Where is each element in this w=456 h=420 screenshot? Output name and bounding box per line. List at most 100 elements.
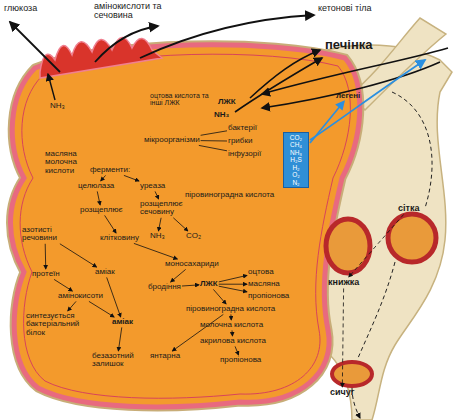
flow-text: ферменти: — [90, 166, 130, 174]
inflow-arrow — [262, 48, 448, 94]
annotation-label: масляна молочна кислоти — [45, 150, 85, 175]
node-text: сичуг — [330, 388, 355, 397]
absorption-arrow — [95, 26, 158, 62]
rumen-wall — [11, 45, 360, 407]
flow-text: аміак — [95, 268, 115, 276]
annotation-label: NH₃ — [214, 111, 229, 119]
annotation-label: піровиноградна кислота — [185, 191, 274, 199]
flow-arrow — [219, 284, 247, 285]
annotation-label: NH₃ — [50, 102, 65, 110]
flow-arrow — [89, 301, 114, 317]
gas-arrow — [310, 60, 425, 140]
product-text: NH₃ — [150, 232, 165, 240]
rumen-inner-line — [20, 54, 350, 398]
flow-text: аміак — [112, 318, 133, 326]
node-text: ферменти: — [90, 166, 130, 174]
flow-arrow — [201, 140, 227, 141]
microbe-text: бактерії — [228, 124, 257, 132]
node-text: NH₃ — [150, 232, 165, 240]
flow-arrow — [342, 288, 343, 387]
flow-arrow — [219, 275, 247, 282]
node-text: легені — [336, 92, 360, 100]
node-text: синтезується бактеріальний білок — [26, 312, 86, 337]
chamber-label: сітка — [398, 204, 419, 213]
node-text: розщеплює — [80, 206, 123, 214]
rumen-outer — [11, 45, 360, 407]
acid-text: янтарна — [150, 352, 180, 360]
flow-text: моносахариди — [165, 260, 219, 268]
flow-arrow — [349, 214, 404, 277]
node-text: печінка — [325, 38, 373, 52]
microbe-text: грибки — [228, 137, 252, 145]
absorption-arrow — [48, 74, 55, 100]
acid-text: молочна кислота — [200, 321, 263, 329]
node-text: клітковину — [100, 234, 139, 242]
flow-text: синтезується бактеріальний білок — [26, 312, 86, 337]
feed-path-dashed — [352, 92, 432, 418]
node-text: бродіння — [148, 283, 181, 291]
flow-text: амінокисоти — [58, 292, 103, 300]
node-text: оцтова — [248, 268, 274, 276]
node-text: акрилова кислота — [200, 337, 266, 345]
node-text: інфузорії — [228, 150, 261, 158]
node-text: O₂ — [286, 171, 306, 178]
flow-arrow — [213, 289, 226, 304]
chamber-label: книжка — [328, 278, 359, 287]
enzyme-text: целюлаза — [78, 182, 114, 190]
flow-arrow — [173, 218, 188, 231]
node-text: аміак — [95, 268, 115, 276]
node-text: H₂S — [286, 156, 306, 163]
acid-text: пропіонова — [248, 292, 289, 300]
enzyme-text: уреаза — [140, 182, 165, 190]
node-text: NH₃ — [286, 149, 306, 156]
node-text: піровиноградна кислота — [186, 305, 275, 313]
node-text: розщеплює сечовину — [140, 200, 186, 217]
absorption-arrow — [140, 15, 314, 58]
node-text: пропіонова — [248, 292, 289, 300]
flow-text: розщеплює — [80, 206, 123, 214]
node-text: CO₂ — [286, 134, 306, 141]
reticulum-section — [388, 214, 436, 262]
node-text: мікроорганізми — [144, 136, 200, 144]
microbe-text: інфузорії — [228, 150, 261, 158]
organ-label: легені — [336, 92, 360, 100]
flow-arrow — [105, 215, 116, 233]
omasum-section — [326, 219, 370, 273]
annotation-label: оцтова кислота та інші ЛЖК — [150, 92, 212, 107]
flow-text: азотисті речовини — [22, 226, 68, 243]
node-text: масляна — [248, 280, 280, 288]
acid-text: пропіонова — [220, 356, 261, 364]
flow-arrow — [158, 218, 161, 231]
node-text: H₂ — [286, 164, 306, 171]
absorption-arrow — [10, 22, 60, 72]
flow-text: мікроорганізми — [144, 136, 200, 144]
flow-arrow — [201, 131, 227, 135]
flow-arrow — [118, 327, 121, 351]
node-text: янтарна — [150, 352, 180, 360]
acid-text: акрилова кислота — [200, 337, 266, 345]
node-text: уреаза — [140, 182, 165, 190]
flow-text: ЛЖК — [200, 280, 218, 288]
flow-arrow — [124, 175, 139, 181]
node-text: моносахариди — [165, 260, 219, 268]
gas-box: CO₂CH₄NH₃H₂SH₂O₂N₂ — [283, 132, 309, 188]
node-text: CO₂ — [186, 232, 201, 240]
node-text: бактерії — [228, 124, 257, 132]
flow-arrow — [97, 191, 100, 205]
flow-text: безазотний залишок — [92, 352, 142, 369]
flow-arrow — [68, 301, 76, 311]
annotation-label: кетонові тіла — [318, 4, 371, 13]
node-text: пропіонова — [220, 356, 261, 364]
flow-arrow — [235, 346, 238, 355]
node-text: аміак — [112, 318, 133, 326]
rumen-papillae — [40, 37, 162, 78]
flow-arrow — [172, 314, 223, 351]
node-text: целюлаза — [78, 182, 114, 190]
annotation-label: амінокислоти та сечовина — [94, 2, 168, 21]
flow-text: бродіння — [148, 283, 181, 291]
node-text: книжка — [328, 278, 359, 287]
acid-text: оцтова — [248, 268, 274, 276]
chamber-label: сичуг — [330, 388, 355, 397]
annotation-label: ЛЖК — [218, 98, 236, 106]
flow-text: розщеплює сечовину — [140, 200, 186, 217]
